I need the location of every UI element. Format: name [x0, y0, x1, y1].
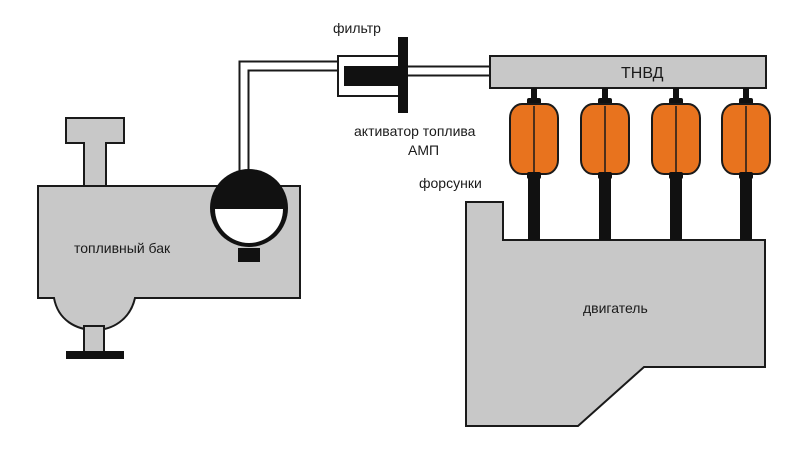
tank-outlet-pipe: [83, 325, 105, 353]
injector: [580, 88, 630, 240]
activator-label: активатор топлива АМП: [354, 123, 479, 158]
filter-flange: [398, 37, 408, 113]
injector-bottom-cap: [527, 172, 541, 179]
injectors-label: форсунки: [419, 175, 482, 191]
pump-foot: [238, 248, 260, 262]
fuel-line-tank-to-filter: [238, 60, 342, 176]
injector-top-connector: [602, 88, 608, 102]
tank-filler-neck: [65, 117, 125, 189]
injector-nozzle: [670, 178, 682, 240]
filter-label: фильтр: [333, 20, 381, 36]
pump-label: ТНВД: [621, 65, 664, 82]
injector-top-connector: [531, 88, 537, 102]
pump-body: [489, 55, 767, 89]
injectors-group: [509, 88, 771, 240]
injector-bottom-cap: [739, 172, 753, 179]
high-pressure-pump: ТНВД: [489, 55, 767, 89]
engine-block: двигатель: [465, 201, 766, 427]
activator-label-line1: активатор топлива: [354, 123, 476, 139]
in-tank-pump: [210, 169, 288, 262]
injector-top-connector: [743, 88, 749, 102]
injector: [509, 88, 559, 240]
injector-nozzle: [528, 178, 540, 240]
activator-label-line2: АМП: [408, 142, 439, 158]
tank-base-plate: [66, 351, 124, 359]
fuel-filter: фильтр: [333, 20, 408, 113]
injector-bottom-cap: [598, 172, 612, 179]
injector-bottom-cap: [669, 172, 683, 179]
engine-body: [465, 201, 766, 427]
injector-nozzle: [599, 178, 611, 240]
filter-element: [344, 66, 400, 86]
injector-top-connector: [673, 88, 679, 102]
engine-label: двигатель: [583, 300, 648, 316]
injector-nozzle: [740, 178, 752, 240]
injector: [721, 88, 771, 240]
pump-window: [215, 209, 283, 243]
injector: [651, 88, 701, 240]
tank-label: топливный бак: [74, 240, 171, 256]
